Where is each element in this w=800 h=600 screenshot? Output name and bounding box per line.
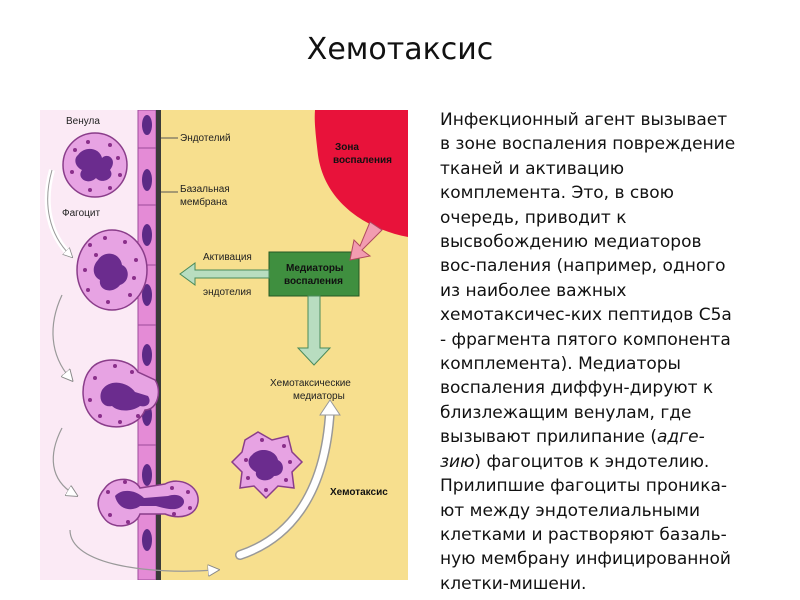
text-line: ную мембрану инфицированной <box>440 549 731 570</box>
text-line: высвобождению медиаторов <box>440 232 702 253</box>
mediator-box <box>268 251 360 297</box>
phagocyte-nucleus <box>75 148 113 182</box>
chemotaxis-label: Хемотаксис <box>330 487 388 498</box>
italic-term: зию <box>440 451 475 472</box>
text-line: вос-паления (например, одного <box>440 256 726 277</box>
text-line: Прилипшие фагоциты проника- <box>440 476 728 497</box>
italic-term: адге- <box>657 427 705 448</box>
text-line: близлежащим венулам, где <box>440 402 692 423</box>
endothelium-label: Эндотелий <box>180 133 231 144</box>
description-text: Инфекционный агент вызывает в зоне воспа… <box>440 108 775 596</box>
chemotaxis-arrowhead <box>319 399 341 416</box>
text-line: из наиболее важных <box>440 280 627 301</box>
endothelial-nucleus <box>142 224 152 246</box>
mediators-label-2: воспаления <box>284 276 343 287</box>
chemotactic-label-2: медиаторы <box>293 391 345 402</box>
text-line: Инфекционный агент вызывает <box>440 110 728 130</box>
text-line: воспаления диффун-дируют к <box>440 378 714 399</box>
text-line: клетки-мишени. <box>440 573 587 594</box>
phagocyte-nucleus <box>93 253 128 291</box>
text-line: вызывают прилипание (адге- <box>440 425 775 449</box>
activation-label-1: Активация <box>203 252 252 263</box>
phagocyte-label: Фагоцит <box>62 208 100 219</box>
endothelial-nucleus <box>142 464 152 486</box>
mediators-label-1: Медиаторы <box>286 263 343 274</box>
chemotaxis-diagram: Зона воспаления Эндотелий Базальная мемб… <box>40 110 408 580</box>
diffusion-arrow <box>296 295 332 366</box>
movement-arrow <box>69 529 215 571</box>
text-line: зию) фагоцитов к эндотелию. <box>440 450 775 474</box>
phagocyte-nucleus <box>115 490 185 510</box>
text-line: - фрагмента пятого компонента <box>440 329 731 350</box>
text-line: тканей и активацию <box>440 158 625 179</box>
text-line: очередь, приводит к <box>440 207 627 228</box>
endothelial-nucleus <box>142 529 152 551</box>
text-line: хемотаксичес-ких пептидов С5а <box>440 305 732 326</box>
text-line: клетками и растворяют базаль- <box>440 524 727 545</box>
phagocyte-nucleus <box>248 449 283 481</box>
endothelial-nucleus <box>142 344 152 366</box>
slide-title: Хемотаксис <box>306 32 494 67</box>
movement-arrow <box>52 294 70 378</box>
text-line: комплемента). Медиаторы <box>440 354 681 375</box>
text-fragment: ) фагоцитов к эндотелию. <box>474 451 710 472</box>
text-line: комплемента. Это, в свою <box>440 183 674 204</box>
endothelial-nucleus <box>142 169 152 191</box>
activation-arrow <box>179 262 270 286</box>
movement-arrow <box>47 169 70 255</box>
inflammation-zone-label-1: Зона <box>335 142 359 153</box>
inflammation-zone-label-2: воспаления <box>333 155 392 166</box>
chemotactic-label-1: Хемотаксические <box>270 378 351 389</box>
basal-membrane <box>156 110 161 580</box>
basal-membrane-label-2: мембрана <box>180 196 228 208</box>
endothelial-nucleus <box>142 284 152 306</box>
text-line: ют между эндотелиальными <box>440 500 701 521</box>
chemotaxis-arrow <box>236 406 334 559</box>
endothelial-nucleus <box>142 115 152 135</box>
text-line: в зоне воспаления повреждение <box>440 134 736 155</box>
activation-label-2: эндотелия <box>203 287 251 298</box>
phagocyte-nucleus <box>100 382 150 411</box>
movement-arrow <box>52 427 74 494</box>
cell-granules <box>70 140 292 524</box>
text-fragment: вызывают прилипание ( <box>440 427 658 448</box>
basal-membrane-label-1: Базальная <box>180 184 230 195</box>
release-arrow <box>349 221 383 261</box>
venule-label: Венула <box>66 116 100 127</box>
inflammation-zone <box>314 110 408 237</box>
